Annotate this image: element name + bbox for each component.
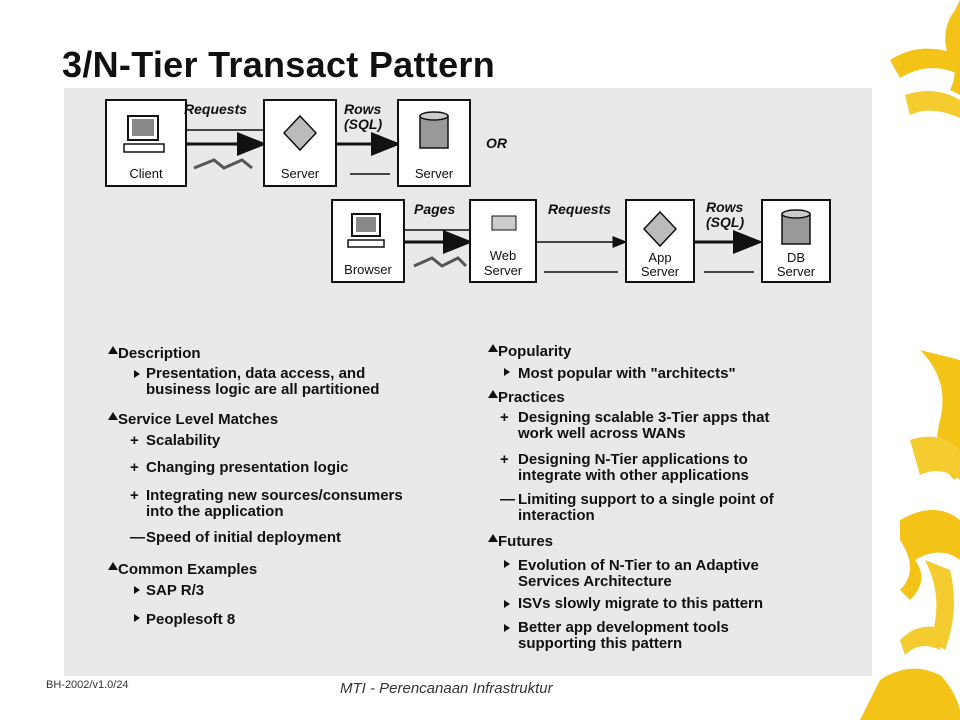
svg-text:Server: Server [777,264,816,279]
svg-text:Common Examples: Common Examples [118,561,257,578]
db-server-node-2: DB Server [761,199,831,283]
left-column: Description Presentation, data access, a… [108,345,403,628]
web-server-node: Web Server [469,199,537,283]
svg-text:SAP R/3: SAP R/3 [146,582,204,599]
svg-text:Server: Server [281,166,320,181]
svg-text:Changing presentation logic: Changing presentation logic [146,459,349,476]
requests-label: Requests [184,101,247,117]
svg-text:Peoplesoft 8: Peoplesoft 8 [146,611,235,628]
svg-text:+: + [500,409,509,426]
client-label: Client [129,166,163,181]
svg-text:+: + [500,451,509,468]
svg-text:Better app development tools: Better app development tools [518,619,729,636]
svg-text:Description: Description [118,345,201,362]
decorative-brush-strokes [860,0,960,720]
scanned-figure: Client Requests Server Rows (SQL) Server… [64,88,872,676]
page-title: 3/N-Tier Transact Pattern [62,44,495,85]
app-server-node: App Server [625,199,695,283]
svg-text:Futures: Futures [498,533,553,550]
rows-label-2: Rows [706,199,744,215]
or-label: OR [486,135,508,151]
course-label: MTI - Perencanaan Infrastruktur [340,680,553,697]
svg-text:+: + [130,487,139,504]
db-server-node: Server [397,99,471,187]
svg-text:ISVs slowly migrate to this pa: ISVs slowly migrate to this pattern [518,595,763,612]
pages-label: Pages [414,201,455,217]
svg-text:work well across WANs: work well across WANs [517,425,686,442]
svg-text:Server: Server [641,264,680,279]
svg-text:Server: Server [415,166,454,181]
svg-text:—: — [500,491,515,508]
svg-text:App: App [648,250,671,265]
svg-text:DB: DB [787,250,805,265]
svg-text:Web: Web [490,248,517,263]
database-icon [419,115,449,149]
diamond-icon [642,210,678,248]
svg-text:Designing scalable 3-Tier apps: Designing scalable 3-Tier apps that [518,409,769,426]
svg-text:integrate with other applicati: integrate with other applications [518,467,749,484]
svg-text:interaction: interaction [518,507,595,524]
svg-text:Most popular with "architects": Most popular with "architects" [518,365,736,382]
rows-label: Rows [344,101,382,117]
svg-text:Designing N-Tier applications: Designing N-Tier applications to [518,451,748,468]
requests-label-2: Requests [548,201,611,217]
svg-text:Popularity: Popularity [498,343,572,360]
svg-text:Integrating new sources/consum: Integrating new sources/consumers [146,487,403,504]
lightning-icon [413,256,468,268]
svg-text:+: + [130,432,139,449]
svg-text:Services Architecture: Services Architecture [518,573,672,590]
svg-text:Presentation, data access, and: Presentation, data access, and [146,365,365,382]
server-node: Server [263,99,337,187]
svg-text:Evolution of N-Tier to an Adap: Evolution of N-Tier to an Adaptive [518,557,759,574]
svg-text:Practices: Practices [498,389,565,406]
sql-label: (SQL) [344,116,382,132]
browser-node: Browser [331,199,405,283]
client-node: Client [105,99,187,187]
svg-text:into the application: into the application [146,503,284,520]
svg-text:Scalability: Scalability [146,432,221,449]
version-label: BH-2002/v1.0/24 [46,679,129,691]
svg-text:Limiting support to a single p: Limiting support to a single point of [518,491,775,508]
right-column: Popularity Most popular with "architects… [488,343,775,652]
svg-text:—: — [130,529,145,546]
svg-text:supporting this pattern: supporting this pattern [518,635,682,652]
svg-text:Speed of initial deployment: Speed of initial deployment [146,529,341,546]
sql-label-2: (SQL) [706,214,744,230]
diamond-icon [282,114,318,152]
svg-text:+: + [130,459,139,476]
svg-text:business logic are all partiti: business logic are all partitioned [146,381,379,398]
svg-text:Browser: Browser [344,262,392,277]
svg-text:Service Level Matches: Service Level Matches [118,411,278,428]
svg-text:Server: Server [484,263,523,278]
lightning-icon [193,158,253,170]
